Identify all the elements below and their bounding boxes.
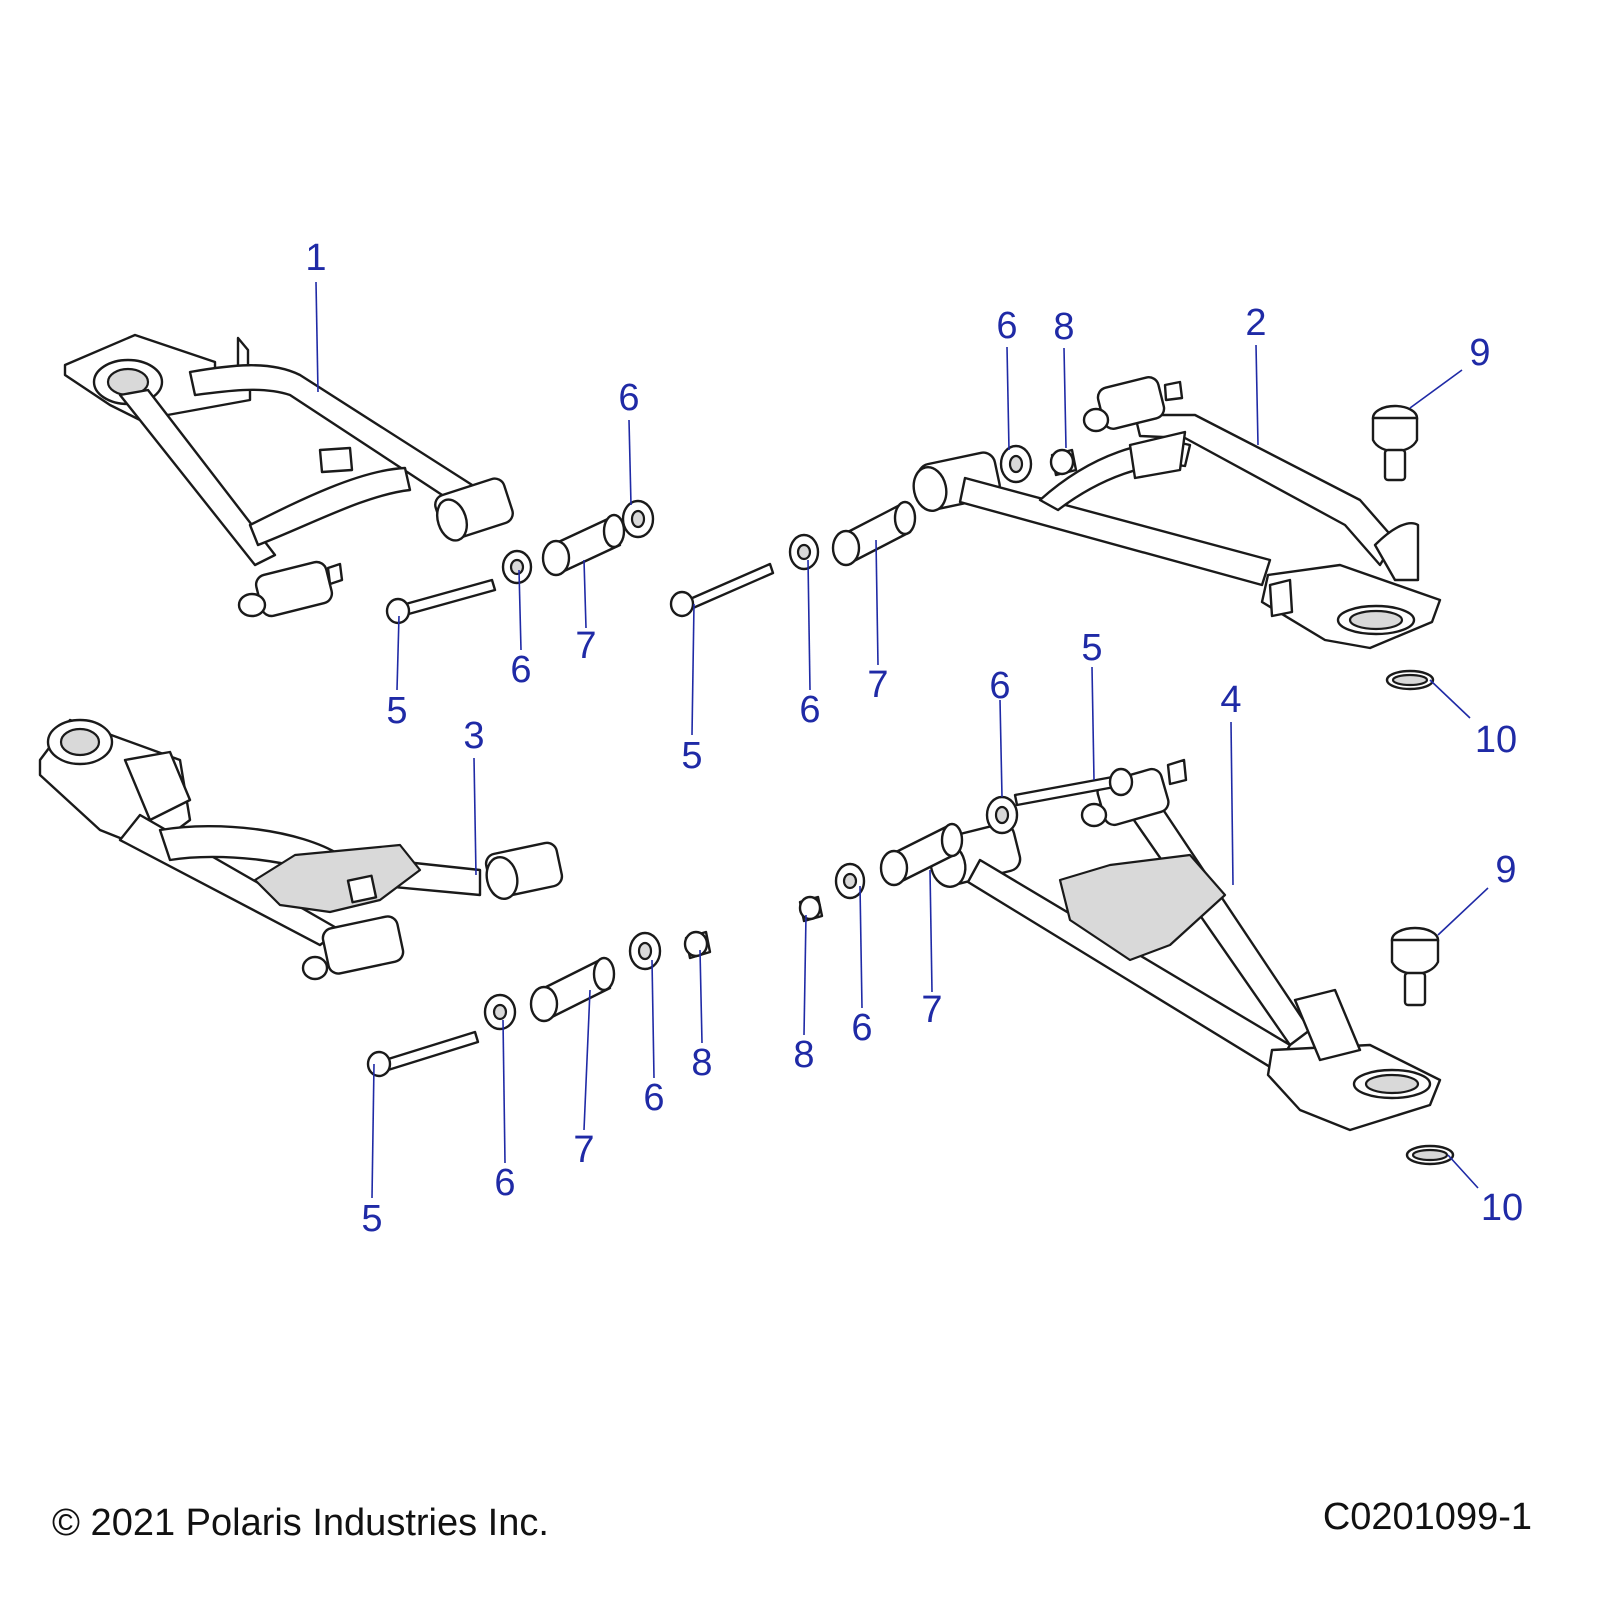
callout-6-lower-right-low: 6 bbox=[851, 1007, 872, 1049]
callout-5-upper-left: 5 bbox=[386, 690, 407, 732]
callout-7-lower-left: 7 bbox=[573, 1129, 594, 1171]
callout-6-upper-middle: 6 bbox=[799, 689, 820, 731]
callout-10-upper: 10 bbox=[1475, 719, 1517, 761]
callout-5-lower-left: 5 bbox=[361, 1198, 382, 1240]
callout-6-lower-right-high: 6 bbox=[989, 665, 1010, 707]
callout-8-upper-right: 8 bbox=[1053, 306, 1074, 348]
a-arm-lower-right bbox=[929, 758, 1442, 1132]
bolt-upper-middle bbox=[669, 562, 775, 618]
retaining-ring-lower bbox=[1405, 1144, 1455, 1166]
callout-5-upper-middle: 5 bbox=[681, 735, 702, 777]
callout-labels: 1 2 3 4 5 5 5 5 6 6 6 6 6 6 6 6 7 7 7 7 … bbox=[305, 237, 1523, 1240]
ball-joint-lower bbox=[1390, 926, 1440, 1007]
bolt-lower-left bbox=[366, 1030, 480, 1078]
callout-6-upper-right: 6 bbox=[996, 305, 1017, 347]
callout-2: 2 bbox=[1245, 302, 1266, 344]
bushing-group bbox=[529, 500, 964, 1023]
callout-8-lower-right: 8 bbox=[793, 1034, 814, 1076]
copyright-notice: © 2021 Polaris Industries Inc. bbox=[52, 1502, 549, 1544]
nut-group bbox=[683, 448, 1078, 960]
a-arm-upper-right bbox=[912, 376, 1442, 650]
callout-10-lower: 10 bbox=[1481, 1187, 1523, 1229]
callout-5-lower-right: 5 bbox=[1081, 627, 1102, 669]
drawing-number: C0201099-1 bbox=[1322, 1496, 1532, 1538]
callout-7-upper-left: 7 bbox=[575, 625, 596, 667]
a-arm-lower-left bbox=[38, 718, 564, 981]
callout-1: 1 bbox=[305, 237, 326, 279]
callout-9-upper: 9 bbox=[1469, 332, 1490, 374]
ball-joint-upper bbox=[1371, 404, 1419, 482]
callout-4: 4 bbox=[1220, 679, 1241, 721]
callout-9-lower: 9 bbox=[1495, 849, 1516, 891]
bolt-upper-left bbox=[385, 578, 497, 625]
callout-3: 3 bbox=[463, 715, 484, 757]
bolt-lower-right bbox=[1013, 767, 1134, 807]
washer-group bbox=[483, 444, 1033, 1031]
callout-6-lower-left: 6 bbox=[494, 1162, 515, 1204]
callout-6-upper-left-high: 6 bbox=[618, 377, 639, 419]
callout-7-lower-right: 7 bbox=[921, 989, 942, 1031]
callout-6-upper-left-low: 6 bbox=[510, 649, 531, 691]
leader-lines bbox=[315, 281, 1489, 1199]
callout-7-upper-middle: 7 bbox=[867, 664, 888, 706]
callout-8-lower-middle: 8 bbox=[691, 1042, 712, 1084]
callout-6-lower-middle: 6 bbox=[643, 1077, 664, 1119]
a-arm-upper-left bbox=[63, 333, 514, 618]
retaining-ring-upper bbox=[1385, 669, 1435, 691]
